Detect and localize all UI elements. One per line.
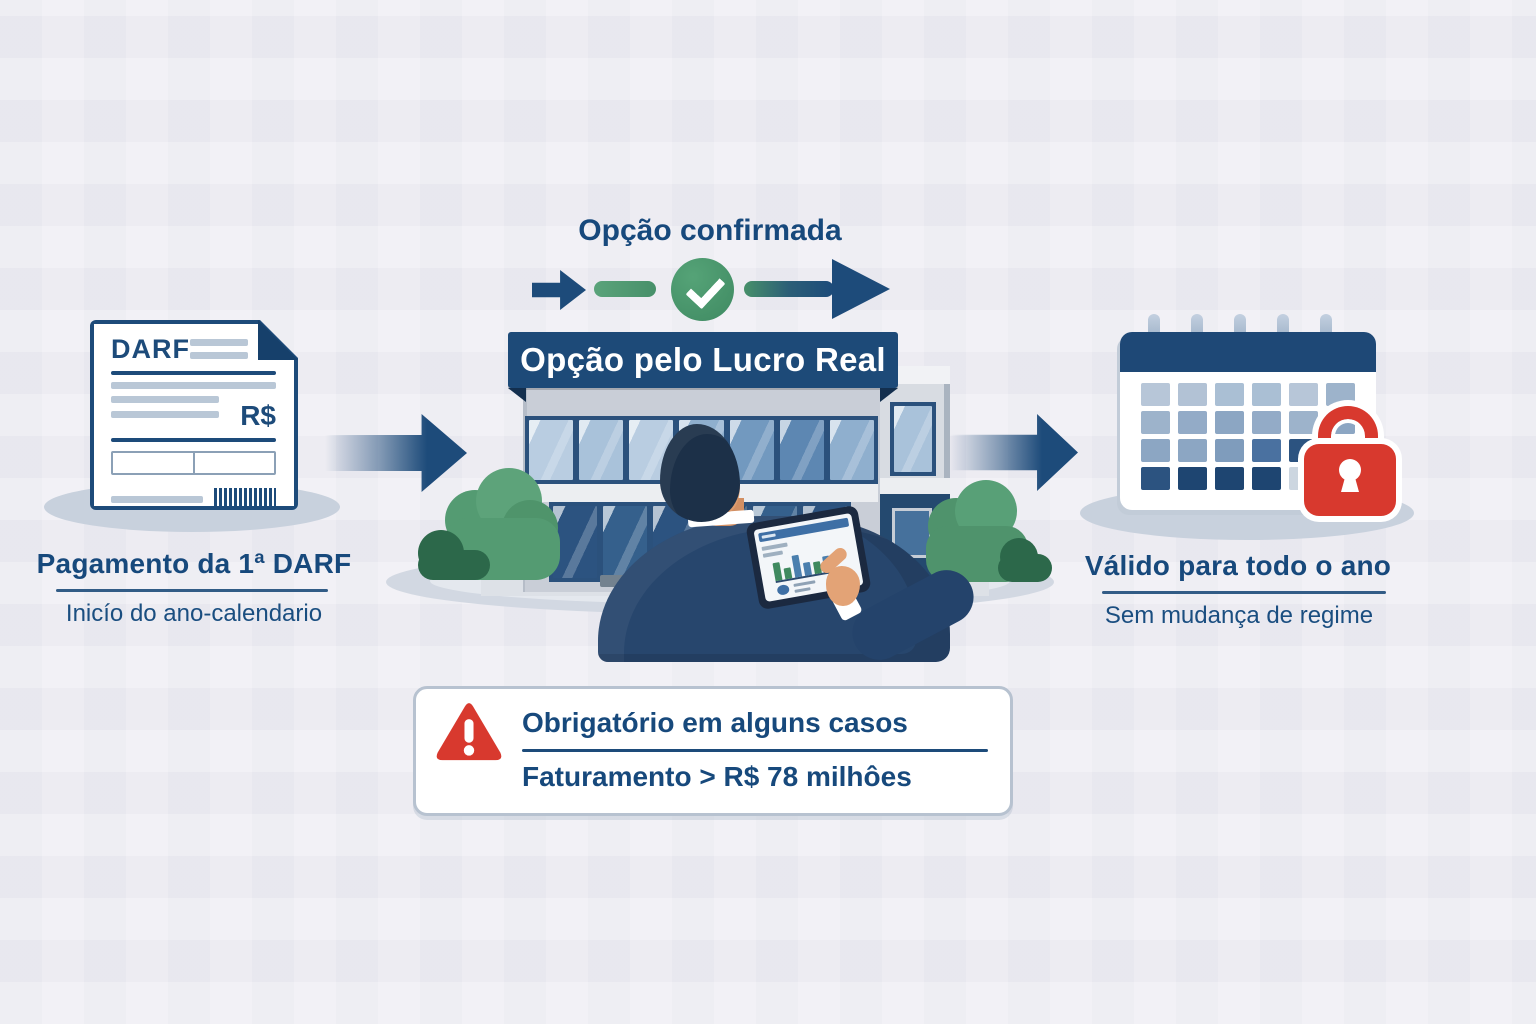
- window-pane: [829, 420, 874, 480]
- darf-doc-body-lines: [111, 396, 219, 418]
- darf-doc-table: [111, 451, 276, 475]
- darf-document-face: DARF R$: [94, 324, 294, 506]
- barcode-icon: [214, 488, 276, 510]
- darf-doc-footer-line: [111, 496, 203, 503]
- calendar-cell: [1141, 467, 1170, 490]
- calendar-cell: [1178, 439, 1207, 462]
- warning-triangle-icon: [436, 703, 502, 761]
- calendar-cell: [1215, 467, 1244, 490]
- calendar-cell: [1141, 439, 1170, 462]
- calendar-cell: [1215, 439, 1244, 462]
- warning-title: Obrigatório em alguns casos: [522, 707, 908, 738]
- tablet-chart-bar: [791, 554, 803, 578]
- tablet-pie-icon: [776, 583, 791, 596]
- calendar-cell: [1141, 383, 1170, 406]
- valid-caption-divider: [1102, 591, 1386, 594]
- calendar-cell: [1289, 383, 1318, 406]
- tablet-text-line: [762, 550, 784, 558]
- valid-caption: Válido para todo o ano: [1084, 550, 1392, 581]
- calendar-cell: [1215, 411, 1244, 434]
- calendar-cell: [1215, 383, 1244, 406]
- building-sign: Opção pelo Lucro Real: [508, 332, 898, 388]
- warning-divider: [522, 749, 988, 752]
- annex-sill: [876, 478, 950, 494]
- calendar-header: [1120, 332, 1376, 372]
- valid-subcaption: Sem mudança de regime: [1104, 602, 1374, 629]
- tablet-chart-bar: [783, 567, 793, 580]
- darf-document-fold-corner: [258, 320, 298, 360]
- confirmation-label: Opção confirmada: [578, 214, 842, 247]
- darf-subcaption: Inicío do ano-calendario: [65, 600, 323, 627]
- calendar-cell: [1252, 411, 1281, 434]
- window-pane: [579, 420, 624, 480]
- tablet-header-bar: [758, 517, 850, 543]
- darf-caption: Pagamento da 1ª DARF: [36, 548, 352, 579]
- calendar-cell: [1178, 411, 1207, 434]
- darf-doc-currency: R$: [240, 400, 276, 431]
- calendar-cell: [1178, 383, 1207, 406]
- arrowhead-icon: [832, 259, 890, 319]
- warning-detail: Faturamento > R$ 78 milhôes: [522, 761, 912, 792]
- tablet-chart-bar: [802, 561, 813, 576]
- door-pane: [553, 506, 597, 578]
- businessman-hair: [660, 424, 740, 522]
- darf-caption-divider: [56, 589, 328, 592]
- mini-arrow-icon: [532, 270, 586, 310]
- window-pane: [779, 420, 824, 480]
- flow-arrow-right-icon: [950, 414, 1078, 491]
- darf-doc-header-lines: [190, 339, 248, 359]
- tablet-dash-line: [794, 587, 811, 593]
- annex-window-upper: [890, 402, 936, 476]
- tablet-chart-bar: [772, 562, 783, 582]
- building-sign-label: Opção pelo Lucro Real: [520, 341, 886, 378]
- check-icon: [671, 258, 734, 321]
- calendar-cell: [1289, 411, 1318, 434]
- darf-doc-line: [111, 382, 276, 389]
- progress-bar-green: [594, 281, 656, 297]
- calendar-cell: [1252, 383, 1281, 406]
- lock-keyhole: [1339, 459, 1361, 481]
- lock-keyhole-stem: [1341, 475, 1359, 492]
- calendar-cell: [1252, 467, 1281, 490]
- calendar-cell: [1178, 467, 1207, 490]
- businessman-hand: [826, 566, 860, 606]
- window-pane: [529, 420, 574, 480]
- flow-arrow-left-icon: [325, 414, 467, 492]
- warning-box: Obrigatório em alguns casos Faturamento …: [413, 686, 1013, 816]
- darf-doc-rule2: [111, 438, 276, 442]
- tablet-dash-line: [793, 580, 816, 587]
- calendar-cell: [1326, 383, 1355, 406]
- calendar-cell: [1252, 439, 1281, 462]
- calendar-cell: [1141, 411, 1170, 434]
- darf-doc-rule: [111, 371, 276, 375]
- tablet-text-line: [761, 542, 788, 551]
- progress-bar-gradient: [744, 281, 834, 297]
- darf-doc-title: DARF: [111, 334, 190, 364]
